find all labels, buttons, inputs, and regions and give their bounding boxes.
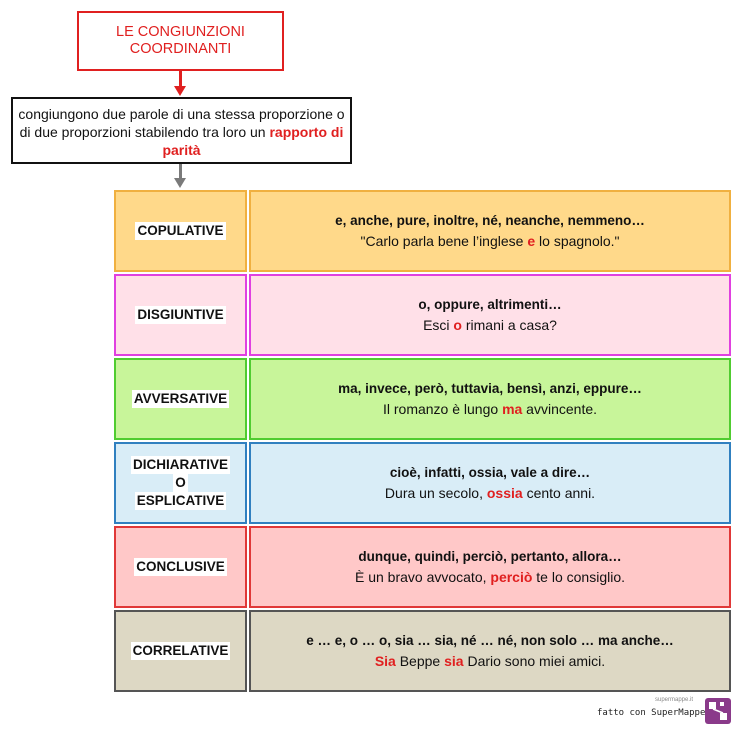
category-label-line-2: O [173, 474, 188, 492]
description-box-dichiarative: cioè, infatti, ossia, vale a dire… Dura … [249, 442, 731, 524]
example-sentence: Dura un secolo, ossia cento anni. [385, 483, 595, 503]
conjunction-list: dunque, quindi, perciò, pertanto, allora… [358, 549, 622, 564]
example-highlight: ma [502, 401, 523, 417]
category-label: DISGIUNTIVE [135, 306, 226, 324]
supermappe-logo-icon [705, 698, 731, 724]
title-line-2: COORDINANTI [129, 41, 232, 57]
example-text: È un bravo avvocato, [354, 569, 491, 585]
example-highlight: sia [444, 653, 464, 669]
example-highlight: o [453, 317, 462, 333]
example-sentence: "Carlo parla bene l’inglese e lo spagnol… [360, 231, 619, 251]
description-box-avversative: ma, invece, però, tuttavia, bensì, anzi,… [249, 358, 731, 440]
category-label: AVVERSATIVE [131, 390, 230, 408]
category-label: COPULATIVE [135, 222, 226, 240]
description-box-conclusive: dunque, quindi, perciò, pertanto, allora… [249, 526, 731, 608]
example-sentence: Il romanzo è lungo ma avvincente. [383, 399, 597, 419]
footer-site: supermappe.it [655, 697, 694, 703]
category-label-line-3: ESPLICATIVE [134, 492, 227, 510]
category-box-disgiuntive: DISGIUNTIVE [114, 274, 247, 356]
example-text: te lo consiglio. [532, 569, 626, 585]
category-box-correlative: CORRELATIVE [114, 610, 247, 692]
example-highlight: ossia [486, 485, 523, 501]
example-text: "Carlo parla bene l’inglese [360, 233, 528, 249]
example-sentence: Esci o rimani a casa? [423, 315, 557, 335]
description-box-copulative: e, anche, pure, inoltre, né, neanche, ne… [249, 190, 731, 272]
connector-grey-line [179, 164, 182, 180]
example-highlight: perciò [490, 569, 533, 585]
conjunction-list: o, oppure, altrimenti… [418, 297, 562, 312]
example-highlight: e [527, 233, 536, 249]
title-line-1: LE CONGIUNZIONI [116, 24, 245, 40]
example-text: Dura un secolo, [384, 485, 487, 501]
footer-credit: fatto con SuperMappe [597, 708, 706, 718]
arrow-down-grey-icon [174, 178, 186, 188]
description-box-correlative: e … e, o … o, sia … sia, né … né, non so… [249, 610, 731, 692]
title-box: LE CONGIUNZIONI COORDINANTI [77, 11, 284, 71]
category-box-copulative: COPULATIVE [114, 190, 247, 272]
example-text: lo spagnolo." [535, 233, 620, 249]
example-text: Il romanzo è lungo [382, 401, 503, 417]
definition-box: congiungono due parole di una stessa pro… [11, 97, 352, 164]
category-label: CONCLUSIVE [134, 558, 227, 576]
conjunction-list: ma, invece, però, tuttavia, bensì, anzi,… [338, 381, 642, 396]
example-sentence: È un bravo avvocato, perciò te lo consig… [355, 567, 625, 587]
category-box-dichiarative: DICHIARATIVE O ESPLICATIVE [114, 442, 247, 524]
description-box-disgiuntive: o, oppure, altrimenti… Esci o rimani a c… [249, 274, 731, 356]
category-box-conclusive: CONCLUSIVE [114, 526, 247, 608]
connector-red-line [179, 71, 182, 88]
definition-text: congiungono due parole di una stessa pro… [18, 106, 345, 140]
category-label: CORRELATIVE [130, 642, 231, 660]
example-text: Esci [423, 317, 454, 333]
category-box-avversative: AVVERSATIVE [114, 358, 247, 440]
conjunction-list: e … e, o … o, sia … sia, né … né, non so… [306, 633, 674, 648]
example-sentence: Sia Beppe sia Dario sono miei amici. [375, 651, 605, 671]
conjunction-list: e, anche, pure, inoltre, né, neanche, ne… [335, 213, 645, 228]
example-text: rimani a casa? [461, 317, 557, 333]
example-text: cento anni. [522, 485, 596, 501]
conjunction-list: cioè, infatti, ossia, vale a dire… [389, 465, 591, 480]
example-text: Dario sono miei amici. [463, 653, 606, 669]
arrow-down-red-icon [174, 86, 186, 96]
example-text: Beppe [395, 653, 445, 669]
example-highlight: Sia [374, 653, 396, 669]
definition-highlight: rapporto di parità [162, 124, 344, 158]
example-text: avvincente. [522, 401, 598, 417]
category-label-line-1: DICHIARATIVE [130, 456, 230, 474]
